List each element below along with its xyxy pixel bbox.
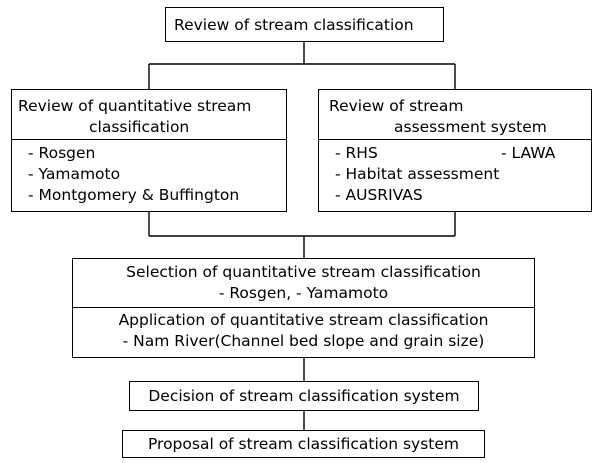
selection-application-divider xyxy=(73,307,534,308)
selection-application-box: Selection of quantitative stream classif… xyxy=(72,258,535,358)
assessment-review-title-line2: assessment system xyxy=(394,118,547,136)
quantitative-review-title-line1: Review of quantitative stream xyxy=(18,97,252,115)
proposal-box: Proposal of stream classification system xyxy=(122,430,485,458)
list-item: - Habitat assessment xyxy=(335,165,500,183)
list-item: - Yamamoto xyxy=(28,165,121,183)
list-item: - LAWA xyxy=(501,144,556,162)
quantitative-review-title-line2: classification xyxy=(89,118,190,136)
decision-box: Decision of stream classification system xyxy=(129,381,479,411)
selection-line1: Selection of quantitative stream classif… xyxy=(126,263,481,281)
quantitative-review-box: Review of quantitative stream classifica… xyxy=(11,89,287,212)
application-line2: - Nam River(Channel bed slope and grain … xyxy=(122,332,485,350)
selection-line2: - Rosgen, - Yamamoto xyxy=(218,284,389,302)
quantitative-review-divider xyxy=(12,139,286,140)
top-review-box: Review of stream classification xyxy=(165,7,444,42)
list-item: - RHS xyxy=(335,144,378,162)
top-review-label: Review of stream classification xyxy=(174,16,414,34)
list-item: - Rosgen xyxy=(28,144,96,162)
proposal-label: Proposal of stream classification system xyxy=(147,435,460,453)
application-line1: Application of quantitative stream class… xyxy=(118,311,489,329)
decision-label: Decision of stream classification system xyxy=(148,387,460,405)
assessment-review-divider xyxy=(319,139,591,140)
list-item: - Montgomery & Buffington xyxy=(28,186,240,204)
assessment-review-title-line1: Review of stream xyxy=(329,97,464,115)
assessment-review-box: Review of stream assessment system - RHS… xyxy=(318,89,592,212)
list-item: - AUSRIVAS xyxy=(335,186,423,204)
